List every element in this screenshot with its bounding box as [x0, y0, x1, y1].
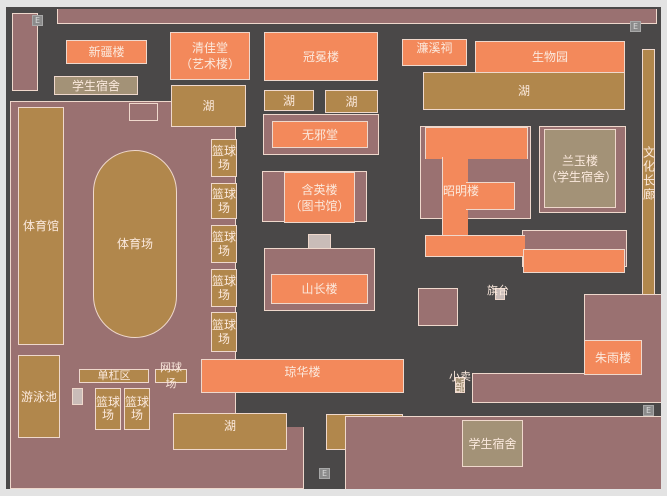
- tennis-court[interactable]: 网球场: [155, 361, 187, 390]
- lake-2: 湖: [264, 90, 314, 111]
- building-guanmian[interactable]: 冠冕楼: [264, 32, 378, 81]
- lake-top: 湖: [423, 72, 625, 110]
- ground-north-small: [129, 103, 158, 121]
- building-zhaoming[interactable]: [425, 127, 528, 159]
- flag-platform-label: 旗台: [487, 284, 509, 297]
- ground-top-strip: [57, 9, 657, 24]
- dormitory-southeast[interactable]: 学生宿舍: [462, 420, 523, 467]
- zhuyu-ground-south: [472, 373, 661, 403]
- exit-icon-east[interactable]: E: [643, 405, 654, 416]
- horizontal-bar-area[interactable]: 单杠区: [79, 369, 149, 383]
- building-xinjiang[interactable]: 新疆楼: [66, 40, 147, 64]
- basketball-court-3[interactable]: 篮球场: [211, 225, 237, 263]
- swimming-pool[interactable]: 游泳池: [18, 355, 60, 438]
- basketball-court-2[interactable]: 篮球场: [211, 183, 237, 219]
- biological-garden[interactable]: 生物园: [475, 41, 625, 73]
- convenience-store-label: 小卖部: [449, 370, 471, 394]
- building-zhuyu[interactable]: 朱雨楼: [584, 340, 642, 375]
- exit-icon-northeast[interactable]: E: [630, 21, 641, 32]
- building-qingjia[interactable]: 清佳堂（艺术楼）: [170, 32, 250, 80]
- small-grey-block-west: [72, 388, 83, 405]
- ground-south-east-fill: [346, 447, 476, 489]
- basketball-court-4[interactable]: 篮球场: [211, 269, 237, 307]
- stadium-track[interactable]: 体育场: [93, 150, 177, 338]
- zhuyu-ground: [584, 294, 661, 344]
- ground-east-block: [418, 288, 458, 326]
- convenience-store[interactable]: [455, 377, 465, 393]
- basketball-court-6[interactable]: 篮球场: [95, 388, 121, 430]
- zhaoming-base: [425, 235, 525, 257]
- zhaoming-stem: [442, 157, 468, 237]
- zhaoming-arm: [466, 182, 515, 210]
- culture-corridor[interactable]: 文化长廊: [642, 49, 656, 299]
- basketball-court-5[interactable]: 篮球场: [211, 312, 237, 352]
- zhaoming-base-east: [523, 249, 625, 273]
- ground-left-strip: [12, 13, 38, 91]
- building-lanyu-dormitory[interactable]: 兰玉楼（学生宿舍）: [544, 129, 617, 208]
- exit-icon-northwest[interactable]: E: [32, 15, 43, 26]
- basketball-court-7[interactable]: 篮球场: [124, 388, 150, 430]
- gymnasium[interactable]: 体育馆: [18, 107, 64, 345]
- basketball-court-1[interactable]: 篮球场: [211, 139, 237, 177]
- zhaoming-label: 昭明楼: [443, 184, 480, 198]
- building-shanzhang[interactable]: 山长楼: [271, 274, 368, 304]
- flag-platform[interactable]: [495, 288, 505, 300]
- lake-1: 湖: [171, 85, 246, 127]
- exit-icon-south[interactable]: E: [319, 468, 330, 479]
- campus-map: 新疆楼 清佳堂（艺术楼） 学生宿舍 湖 冠冕楼 湖 湖 无邪堂 濂溪祠 生物园 …: [6, 7, 661, 489]
- dormitory-northwest[interactable]: 学生宿舍: [54, 76, 138, 95]
- building-qionghua[interactable]: 琼华楼: [201, 359, 404, 393]
- lake-southwest-1: 湖: [173, 413, 287, 450]
- lake-3: 湖: [325, 90, 378, 113]
- building-wuxie[interactable]: 无邪堂: [272, 121, 368, 148]
- building-hanying-library[interactable]: 含英楼（图书馆）: [284, 172, 355, 223]
- building-lianxici[interactable]: 濂溪祠: [402, 39, 467, 66]
